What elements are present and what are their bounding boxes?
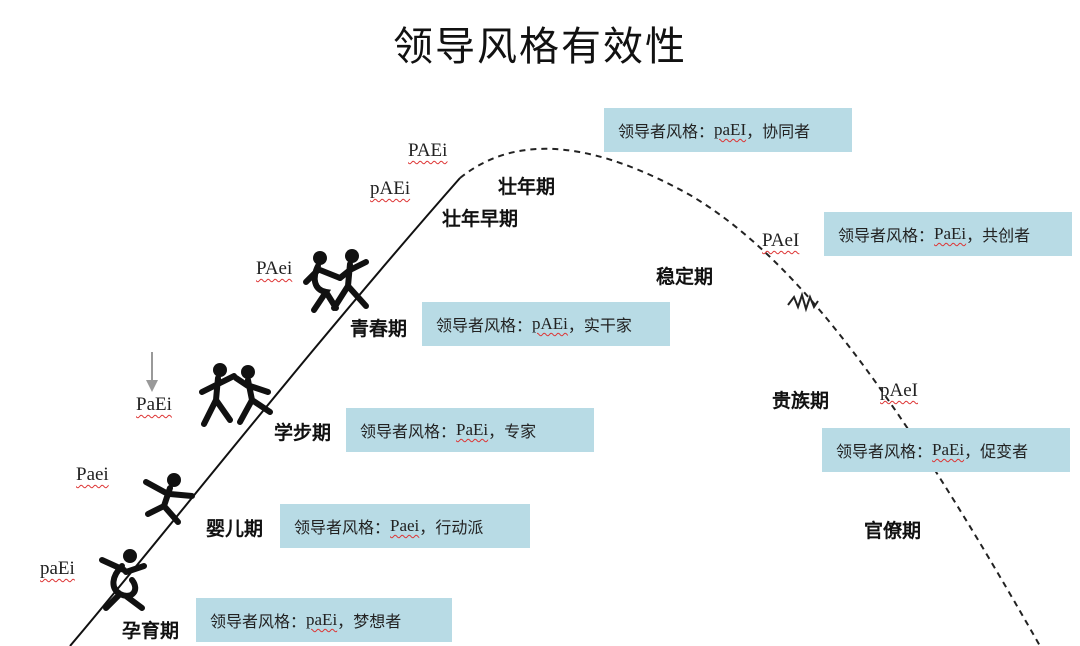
code-toddler: PaEi <box>136 394 172 415</box>
page-title: 领导风格有效性 <box>393 24 687 70</box>
figure-infancy-icon <box>143 473 195 525</box>
code-infancy: Paei <box>76 464 109 485</box>
stage-early-prime: 壮年早期 <box>442 208 519 230</box>
code-early-prime: pAEi <box>370 178 411 199</box>
growth-curve-solid <box>69 177 461 646</box>
squiggle-mark <box>787 291 819 313</box>
style-box-stable: 领导者风格：PaEi，共创者 <box>824 212 1072 256</box>
arrow-head <box>146 380 158 392</box>
stage-bureaucracy: 官僚期 <box>864 520 922 542</box>
stage-infancy: 婴儿期 <box>206 518 264 540</box>
style-box-aristocracy: 领导者风格：PaEi，促变者 <box>822 428 1070 472</box>
stage-stable: 稳定期 <box>656 266 714 288</box>
style-box-gestation: 领导者风格：paEi，梦想者 <box>196 598 452 642</box>
stage-prime: 壮年期 <box>498 176 556 198</box>
code-prime: PAEi <box>408 140 448 161</box>
figure-adolescence-icon <box>303 249 369 313</box>
stage-gestation: 孕育期 <box>122 620 180 642</box>
stage-toddler: 学步期 <box>274 422 332 444</box>
stage-adolescence: 青春期 <box>350 318 408 340</box>
code-gestation: paEi <box>40 558 75 579</box>
style-box-toddler: 领导者风格：PaEi，专家 <box>346 408 594 452</box>
code-aristocracy: pAeI <box>880 380 918 401</box>
figure-toddler-icon <box>199 363 273 427</box>
style-box-infancy: 领导者风格：Paei，行动派 <box>280 504 530 548</box>
figure-gestation-icon <box>99 549 147 611</box>
style-box-adolescence: 领导者风格：pAEi，实干家 <box>422 302 670 346</box>
stage-aristocracy: 贵族期 <box>772 390 830 412</box>
style-box-prime: 领导者风格：paEI，协同者 <box>604 108 852 152</box>
code-stable: PAeI <box>762 230 800 251</box>
code-adolescence: PAei <box>256 258 293 279</box>
